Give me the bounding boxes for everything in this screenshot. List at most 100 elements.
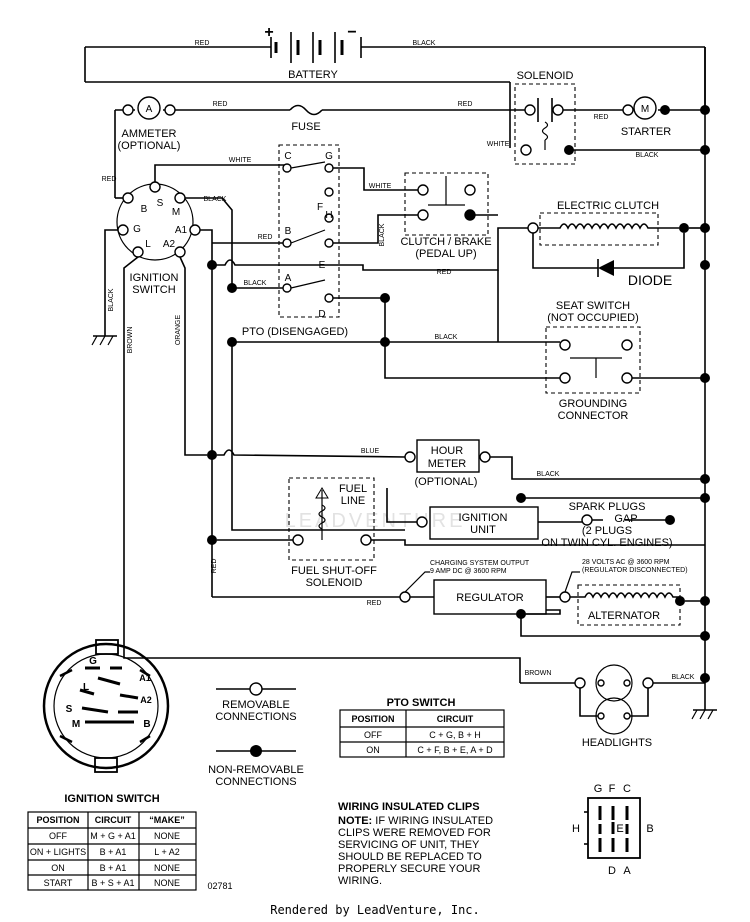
ignition-switch-label: SWITCH bbox=[132, 284, 175, 296]
ammeter-label: AMMETER bbox=[122, 128, 177, 140]
headlights-label: HEADLIGHTS bbox=[582, 737, 652, 749]
wire-label-black: BLACK bbox=[413, 40, 436, 47]
pto-switch: C G F H B E A D PTO (DISENGAGED) WHITE R… bbox=[207, 144, 528, 338]
solenoid-label: SOLENOID bbox=[517, 70, 574, 82]
hour-meter-optional-label: (OPTIONAL) bbox=[415, 476, 478, 488]
table-header: POSITION bbox=[36, 815, 79, 825]
fuel-line-label: FUEL bbox=[339, 483, 367, 495]
table-cell: C + F, B + E, A + D bbox=[417, 745, 493, 755]
wire-label-white: WHITE bbox=[369, 183, 392, 190]
ammeter-terminal: A bbox=[146, 104, 153, 115]
removable-connections-label: REMOVABLE bbox=[222, 699, 290, 711]
ignition-switch: B S M G L A1 A2 IGNITION SWITCH WHITE RE… bbox=[91, 157, 521, 683]
wire-label-red: RED bbox=[458, 101, 473, 108]
pto-terminal-b: B bbox=[285, 226, 292, 237]
wire-label-black: BLACK bbox=[379, 223, 386, 246]
pto-terminal-f: F bbox=[317, 202, 323, 213]
hour-meter: HOUR METER (OPTIONAL) BLUE BLACK bbox=[207, 342, 705, 531]
table-cell: START bbox=[44, 878, 73, 888]
seat-switch-sublabel: (NOT OCCUPIED) bbox=[547, 312, 638, 324]
ign-terminal-g: G bbox=[133, 224, 141, 235]
spark-plugs-label: SPARK PLUGS bbox=[569, 501, 646, 513]
pto-terminal-c: C bbox=[284, 151, 291, 162]
wire-label-black: BLACK bbox=[108, 288, 115, 311]
wiring-note: WIRING INSULATED CLIPS NOTE: IF WIRING I… bbox=[338, 801, 493, 887]
rendered-by-footer: Rendered by LeadVenture, Inc. bbox=[270, 903, 480, 917]
nonremovable-connections-label: CONNECTIONS bbox=[215, 776, 296, 788]
wire-label-red: RED bbox=[211, 559, 218, 574]
ignition-unit-label: UNIT bbox=[470, 524, 496, 536]
ign-terminal-a2: A2 bbox=[163, 239, 176, 250]
part-number: 02781 bbox=[207, 881, 232, 891]
table-cell: L + A2 bbox=[154, 847, 179, 857]
wire-label-orange: ORANGE bbox=[175, 315, 182, 346]
ignition-table-title: IGNITION SWITCH bbox=[64, 793, 159, 805]
wiring-note-line: SERVICING OF UNIT, THEY bbox=[338, 839, 480, 851]
plug-pin-a: A bbox=[623, 865, 631, 877]
solenoid: SOLENOID WHITE RED BLACK bbox=[487, 70, 705, 165]
wire-label-white: WHITE bbox=[487, 141, 510, 148]
wire-label-red: RED bbox=[367, 600, 382, 607]
connection-legend: REMOVABLE CONNECTIONS NON-REMOVABLE CONN… bbox=[208, 682, 304, 788]
pto-plug-connector: G F C H E B D A bbox=[572, 783, 654, 877]
pto-table-title: PTO SWITCH bbox=[387, 697, 456, 709]
wire-label-black: BLACK bbox=[672, 674, 695, 681]
fuel-solenoid-label: FUEL SHUT-OFF bbox=[291, 565, 377, 577]
wiring-note-title: WIRING INSULATED CLIPS bbox=[338, 801, 480, 813]
plug-pin-e: E bbox=[616, 823, 623, 835]
ammeter-fuse-row: A AMMETER (OPTIONAL) RED FUSE RED bbox=[114, 96, 705, 199]
face-terminal-l: L bbox=[83, 682, 89, 693]
diode-label: DIODE bbox=[628, 272, 672, 288]
spark-plugs-gap-label: GAP bbox=[614, 513, 637, 525]
nonremovable-connections-label: NON-REMOVABLE bbox=[208, 764, 304, 776]
plug-pin-b: B bbox=[646, 823, 653, 835]
table-cell: OFF bbox=[49, 831, 67, 841]
wire-label-red: RED bbox=[258, 234, 273, 241]
plug-pin-h: H bbox=[572, 823, 580, 835]
fuel-solenoid-label: SOLENOID bbox=[306, 577, 363, 589]
wiring-note-line: WIRING. bbox=[338, 875, 382, 887]
watermark: LEADVENTURE bbox=[285, 510, 466, 532]
wire-label-blue: BLUE bbox=[361, 448, 380, 455]
pto-terminal-g: G bbox=[325, 151, 333, 162]
charging-output-label: CHARGING SYSTEM OUTPUT bbox=[430, 560, 530, 567]
clutch-brake-switch: CLUTCH / BRAKE (PEDAL UP) bbox=[400, 172, 498, 260]
table-header: POSITION bbox=[351, 714, 394, 724]
seat-switch: SEAT SWITCH (NOT OCCUPIED) GROUNDING CON… bbox=[227, 270, 705, 422]
wire-label-red: RED bbox=[213, 101, 228, 108]
table-header: CIRCUIT bbox=[95, 815, 132, 825]
table-cell: M + G + A1 bbox=[90, 831, 136, 841]
seat-switch-label: SEAT SWITCH bbox=[556, 300, 630, 312]
battery-negative-terminal: − bbox=[347, 24, 356, 41]
wire-label-red: RED bbox=[437, 269, 452, 276]
electric-clutch-label: ELECTRIC CLUTCH bbox=[557, 200, 659, 212]
table-header: “MAKE” bbox=[149, 815, 185, 825]
face-terminal-g: G bbox=[89, 656, 97, 667]
wiring-note-line: NOTE: IF WIRING INSULATED bbox=[338, 815, 493, 827]
pto-switch-table: PTO SWITCH POSITION CIRCUIT OFF C + G, B… bbox=[339, 697, 505, 758]
ground-bus bbox=[691, 47, 717, 720]
face-terminal-b: B bbox=[143, 719, 150, 730]
face-terminal-a2: A2 bbox=[140, 695, 152, 705]
starter-terminal: M bbox=[641, 104, 649, 115]
electric-clutch: ELECTRIC CLUTCH DIODE bbox=[527, 200, 705, 288]
alternator-voltage-label: 28 VOLTS AC @ 3600 RPM bbox=[582, 559, 670, 566]
table-cell: ON bbox=[51, 863, 65, 873]
table-cell: B + A1 bbox=[100, 863, 127, 873]
wire-label-black: BLACK bbox=[435, 334, 458, 341]
ign-terminal-b: B bbox=[141, 204, 148, 215]
pto-label: PTO (DISENGAGED) bbox=[242, 326, 348, 338]
face-terminal-a1: A1 bbox=[139, 673, 151, 683]
note-text: IF WIRING INSULATED bbox=[372, 815, 493, 827]
alternator-label: ALTERNATOR bbox=[588, 610, 660, 622]
table-cell: OFF bbox=[364, 730, 382, 740]
ignition-switch-label: IGNITION bbox=[130, 272, 179, 284]
table-cell: ON + LIGHTS bbox=[30, 847, 86, 857]
battery-label: BATTERY bbox=[288, 69, 338, 81]
wire-label-black: BLACK bbox=[537, 471, 560, 478]
battery-positive-terminal: + bbox=[264, 24, 273, 41]
ammeter-optional-label: (OPTIONAL) bbox=[118, 140, 181, 152]
grounding-connector-label: CONNECTOR bbox=[558, 410, 629, 422]
ign-terminal-l: L bbox=[145, 239, 151, 250]
